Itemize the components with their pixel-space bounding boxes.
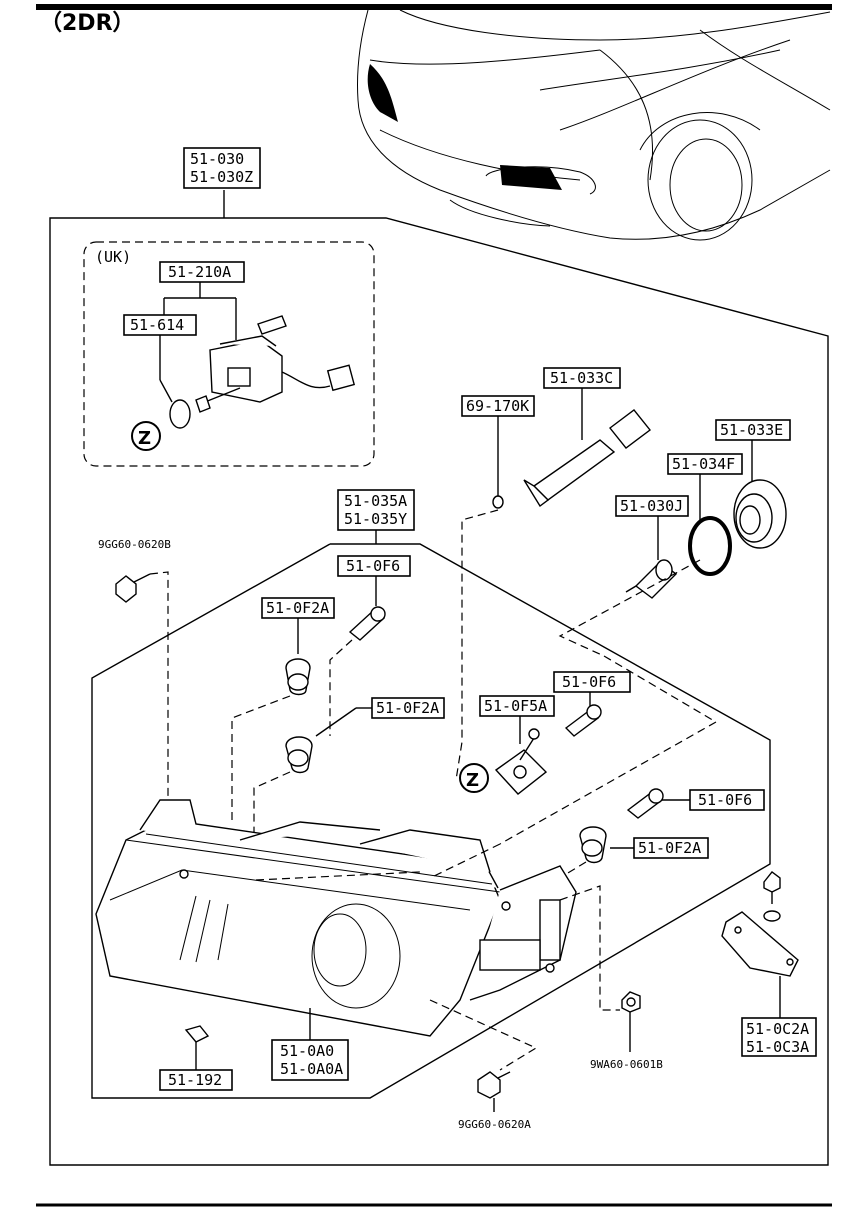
svg-text:51-030: 51-030	[190, 150, 244, 168]
bracket-label: 51-0C2A 51-0C3A	[741, 1017, 817, 1057]
svg-text:51-0C2A: 51-0C2A	[746, 1020, 809, 1038]
clip-right-label: 51-0F2A	[633, 837, 709, 859]
screw-right-label: 51-0F6	[689, 789, 765, 811]
screw-right-icon	[626, 788, 664, 819]
retainer-label: 51-192	[159, 1069, 233, 1091]
small-bulb-label: 69-170K	[461, 395, 535, 417]
uk-oring-label: 51-614	[123, 314, 197, 336]
z-marker-main: Z	[466, 770, 479, 791]
svg-text:69-170K: 69-170K	[466, 397, 529, 415]
headlamp-frame	[91, 543, 771, 1099]
variant-label: （2DR）	[40, 11, 135, 36]
bulb-label: 51-030J	[615, 495, 689, 517]
bolt-top-left-icon	[115, 573, 151, 603]
adjuster-label: 51-0F5A	[479, 695, 555, 717]
group-assembly-label: 51-030 51-030Z	[183, 147, 261, 189]
clip-left-mid-label: 51-0F2A	[371, 697, 445, 719]
screw-mid-icon	[564, 704, 602, 737]
socket-icon	[523, 409, 651, 508]
uk-region-label: (UK)	[95, 248, 131, 266]
svg-text:51-033E: 51-033E	[720, 421, 783, 439]
top-border	[36, 4, 832, 10]
headlamp-unit-label: 51-0A0 51-0A0A	[271, 1039, 349, 1081]
svg-text:51-192: 51-192	[168, 1071, 222, 1089]
svg-text:51-030Z: 51-030Z	[190, 168, 253, 186]
retainer-icon	[184, 1025, 210, 1043]
lens-assembly-label: 51-035A 51-035Y	[337, 489, 415, 531]
svg-text:51-0F5A: 51-0F5A	[484, 697, 547, 715]
svg-text:51-0F6: 51-0F6	[698, 791, 752, 809]
leveling-motor-icon	[195, 315, 356, 413]
right-headlight-icon	[500, 165, 562, 190]
bolt-top-left-label: 9GG60-0620B	[98, 538, 171, 551]
oring-icon	[688, 516, 732, 576]
screw-mid-label: 51-0F6	[553, 671, 631, 693]
clip-left-top-label: 51-0F2A	[261, 597, 335, 619]
cap-icon	[733, 479, 787, 549]
bolt-bottom-label: 9GG60-0620A	[458, 1118, 531, 1131]
car-front-illustration	[357, 9, 831, 241]
svg-text:51-034F: 51-034F	[672, 455, 735, 473]
svg-text:51-035Y: 51-035Y	[344, 510, 407, 528]
svg-text:51-0C3A: 51-0C3A	[746, 1038, 809, 1056]
outer-frame	[49, 217, 829, 1166]
uk-section	[83, 241, 375, 467]
uk-oring-icon	[169, 399, 191, 429]
socket-label: 51-033C	[543, 367, 621, 389]
nut-icon	[621, 991, 641, 1013]
svg-text:51-0F2A: 51-0F2A	[638, 839, 701, 857]
bracket-icon	[721, 871, 799, 977]
nut-label: 9WA60-0601B	[590, 1058, 663, 1071]
svg-text:51-0F2A: 51-0F2A	[376, 699, 439, 717]
oring-label: 51-034F	[667, 453, 743, 475]
svg-text:51-033C: 51-033C	[550, 369, 613, 387]
z-marker-main-icon	[459, 763, 489, 793]
clip-left-mid-icon	[285, 736, 313, 774]
bulb-icon	[625, 559, 678, 599]
screw-top-label: 51-0F6	[337, 555, 411, 577]
headlamp-unit-icon	[95, 799, 577, 1037]
clip-right-icon	[579, 826, 607, 864]
svg-text:51-035A: 51-035A	[344, 492, 407, 510]
bolt-bottom-icon	[477, 1071, 511, 1099]
small-bulb-icon	[492, 495, 504, 509]
cap-label: 51-033E	[715, 419, 791, 441]
adjuster-icon	[494, 728, 548, 795]
svg-text:51-614: 51-614	[130, 316, 184, 334]
svg-text:51-210A: 51-210A	[168, 263, 231, 281]
svg-text:51-030J: 51-030J	[620, 497, 683, 515]
screw-top-icon	[348, 606, 386, 641]
svg-text:51-0A0A: 51-0A0A	[280, 1060, 343, 1078]
left-headlight-icon	[367, 64, 398, 122]
uk-z-marker: Z	[138, 428, 151, 449]
svg-text:51-0A0: 51-0A0	[280, 1042, 334, 1060]
svg-text:51-0F6: 51-0F6	[346, 557, 400, 575]
uk-motor-label: 51-210A	[159, 261, 245, 283]
svg-text:51-0F6: 51-0F6	[562, 673, 616, 691]
svg-text:51-0F2A: 51-0F2A	[266, 599, 329, 617]
clip-left-top-icon	[285, 658, 311, 696]
z-marker-icon	[131, 421, 161, 451]
